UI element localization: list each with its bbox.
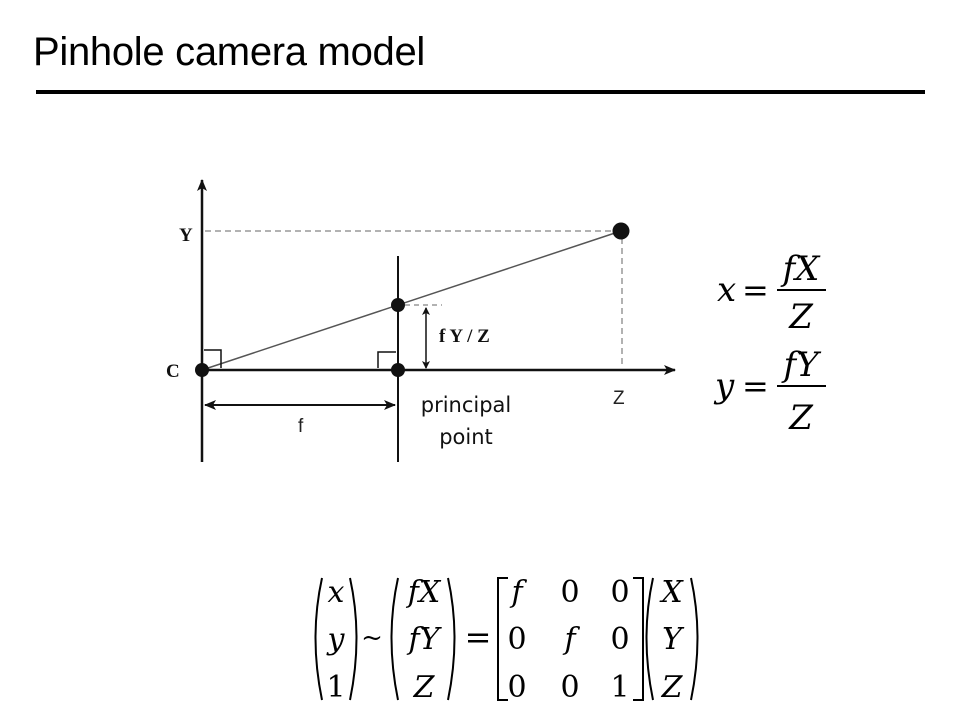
- right-angle-principal: [377, 351, 396, 368]
- vec1-left-paren: [314, 577, 323, 701]
- principal-point-label-line1: principal: [421, 393, 512, 417]
- right-angle-c: [204, 349, 222, 368]
- eq-x-numerator: fX: [780, 249, 822, 289]
- matrix-cell-1-2: 0: [610, 622, 629, 657]
- matrix-cell-2-0: 0: [507, 670, 526, 705]
- projection-label: f Y / Z: [439, 326, 490, 347]
- vec2-left-paren: [390, 577, 399, 701]
- vec1-entry-0: x: [328, 575, 345, 610]
- vec3-entry-2: Z: [661, 670, 684, 705]
- vec1-right-paren: [349, 577, 358, 701]
- vec3-entry-1: Y: [662, 622, 685, 657]
- matrix-cell-0-1: 0: [560, 575, 579, 610]
- matrix-left-bracket: [497, 577, 508, 701]
- matrix-cell-1-0: 0: [507, 622, 526, 657]
- vec3-entry-0: X: [659, 575, 684, 610]
- matrix-cell-1-1: f: [562, 622, 580, 657]
- similarity-sign: ~: [361, 623, 383, 653]
- world-point: [612, 222, 630, 240]
- principal-point: [391, 363, 405, 377]
- matrix-equals-sign: =: [465, 618, 492, 656]
- vec3-left-paren: [645, 577, 654, 701]
- center-label: C: [166, 361, 180, 382]
- eq-y-numerator: fY: [780, 345, 822, 385]
- eq-y-equals: =: [742, 367, 769, 405]
- eq-x-lhs: x: [717, 270, 736, 310]
- camera-center-point: [195, 363, 209, 377]
- vec2-entry-1: fY: [407, 622, 443, 657]
- title-underline: [36, 90, 925, 94]
- matrix-cell-2-1: 0: [560, 670, 579, 705]
- vec3-right-paren: [690, 577, 699, 701]
- principal-point-label-line2: point: [439, 425, 493, 449]
- vec2-entry-0: fX: [406, 575, 442, 610]
- image-point: [391, 298, 405, 312]
- vec2-entry-2: Z: [413, 670, 436, 705]
- z-axis-label: Z: [613, 388, 625, 409]
- y-axis-label: Y: [179, 225, 193, 246]
- matrix-right-bracket: [633, 577, 644, 701]
- matrix-cell-2-2: 1: [610, 670, 629, 705]
- equation-x: x = fX Z: [717, 249, 826, 337]
- vec1-entry-2: 1: [326, 670, 345, 705]
- vec2-right-paren: [447, 577, 456, 701]
- matrix-cell-0-2: 0: [610, 575, 629, 610]
- eq-x-denominator: Z: [788, 297, 814, 337]
- focal-label: f: [298, 416, 304, 437]
- slide-title: Pinhole camera model: [33, 30, 425, 74]
- matrix-equation: x y 1 ~ fX fY Z = f 0 0 0 f 0 0 0 1 X Y …: [314, 575, 699, 705]
- matrix-cell-0-0: f: [509, 575, 527, 610]
- eq-x-equals: =: [742, 271, 769, 309]
- vec1-entry-1: y: [326, 622, 346, 657]
- eq-y-lhs: y: [713, 366, 735, 406]
- eq-y-denominator: Z: [788, 398, 814, 438]
- projection-ray: [201, 230, 622, 371]
- equation-y: y = fY Z: [713, 345, 826, 438]
